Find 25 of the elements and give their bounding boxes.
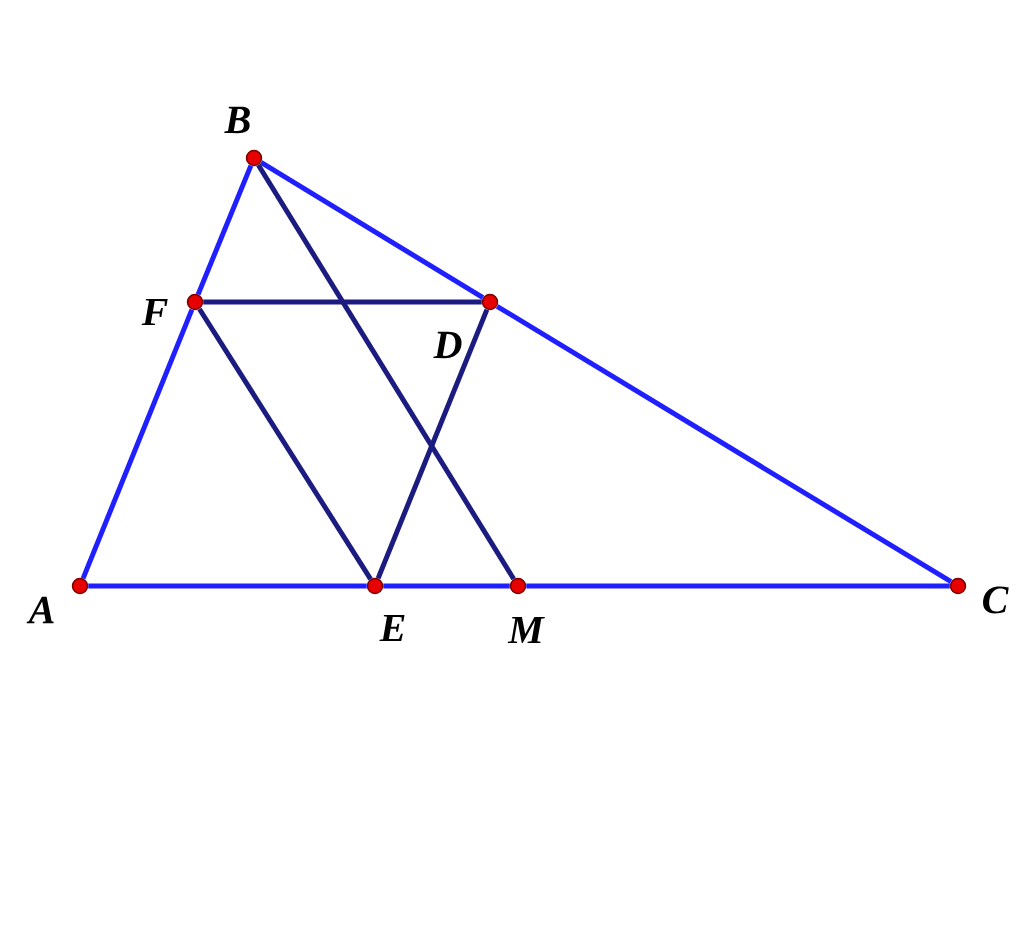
labeled-point: D bbox=[433, 293, 499, 359]
line-segment bbox=[197, 307, 373, 581]
labeled-point: M bbox=[507, 577, 545, 644]
labeled-point: E bbox=[366, 577, 405, 642]
node-label: E bbox=[379, 614, 405, 642]
labeled-point: A bbox=[26, 577, 89, 624]
line-segment bbox=[80, 308, 195, 580]
line-segment bbox=[495, 304, 953, 584]
node-label: M bbox=[507, 616, 545, 644]
line-segment bbox=[195, 164, 254, 296]
node-label: C bbox=[983, 586, 1009, 614]
line-segment bbox=[383, 583, 510, 589]
node-label: D bbox=[433, 331, 462, 359]
line-segment bbox=[375, 308, 490, 580]
node-label: B bbox=[224, 106, 250, 134]
line-segment bbox=[88, 583, 367, 589]
labeled-point: F bbox=[141, 293, 204, 326]
line-segment bbox=[526, 583, 950, 589]
labeled-point: C bbox=[949, 577, 1009, 614]
line-segment bbox=[203, 299, 482, 305]
line-segment bbox=[259, 160, 485, 300]
node-label: F bbox=[141, 298, 168, 326]
labeled-point: B bbox=[224, 106, 263, 167]
line-segment bbox=[256, 163, 516, 581]
node-label: A bbox=[26, 596, 54, 624]
